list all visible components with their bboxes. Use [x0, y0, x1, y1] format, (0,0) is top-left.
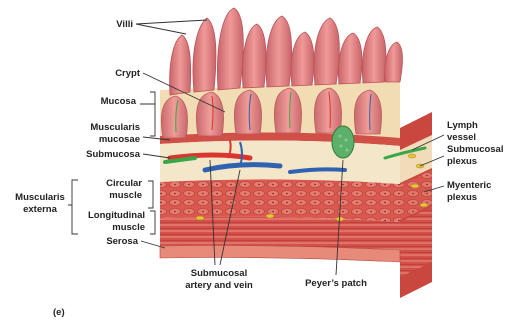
label-submucosal-plexus-1: Submucosal [447, 144, 504, 155]
villus [362, 27, 386, 83]
label-submucosal-plexus-2: plexus [447, 156, 477, 167]
label-muscularis-externa-1: Muscularis [15, 192, 65, 203]
villus [354, 90, 381, 134]
villus [266, 16, 292, 87]
label-muscularis-externa-2: externa [23, 204, 58, 215]
label-submucosal-vessels-2: artery and vein [185, 280, 253, 291]
villus [170, 35, 191, 95]
villi-group [161, 8, 402, 138]
villus [234, 90, 261, 134]
label-lymph-2: vessel [447, 132, 476, 143]
label-submucosal-vessels-1: Submucosal [191, 268, 248, 279]
villus [291, 32, 314, 86]
label-peyers-patch: Peyer’s patch [305, 278, 367, 289]
villus [196, 92, 223, 136]
villus [314, 18, 339, 85]
villus [385, 42, 403, 82]
longitudinal-muscle-layer [160, 217, 400, 250]
villus [274, 88, 301, 133]
label-myenteric-plexus-1: Myenteric [447, 180, 491, 191]
panel-label: (e) [53, 307, 65, 318]
label-villi: Villi [116, 19, 133, 30]
label-mucosa: Mucosa [101, 96, 137, 107]
villus [242, 24, 266, 88]
label-longitudinal-1: Longitudinal [88, 210, 145, 221]
tissue-block [160, 8, 432, 300]
label-serosa: Serosa [106, 236, 138, 247]
label-muscularis-mucosae-1: Muscularis [90, 122, 140, 133]
label-circular-2: muscle [109, 190, 142, 201]
peyers-patch [332, 126, 354, 158]
label-submucosa: Submucosa [86, 149, 141, 160]
submucosa-layer [160, 140, 400, 184]
label-circular-1: Circular [106, 178, 142, 189]
villus [314, 88, 341, 133]
label-muscularis-mucosae-2: mucosae [99, 134, 140, 145]
label-lymph-1: Lymph [447, 120, 478, 131]
label-crypt: Crypt [115, 68, 141, 79]
label-myenteric-plexus-2: plexus [447, 192, 477, 203]
circular-muscle-layer [160, 179, 400, 222]
villus [338, 33, 362, 84]
label-longitudinal-2: muscle [112, 222, 145, 233]
villus [217, 8, 243, 90]
villus [193, 18, 216, 92]
